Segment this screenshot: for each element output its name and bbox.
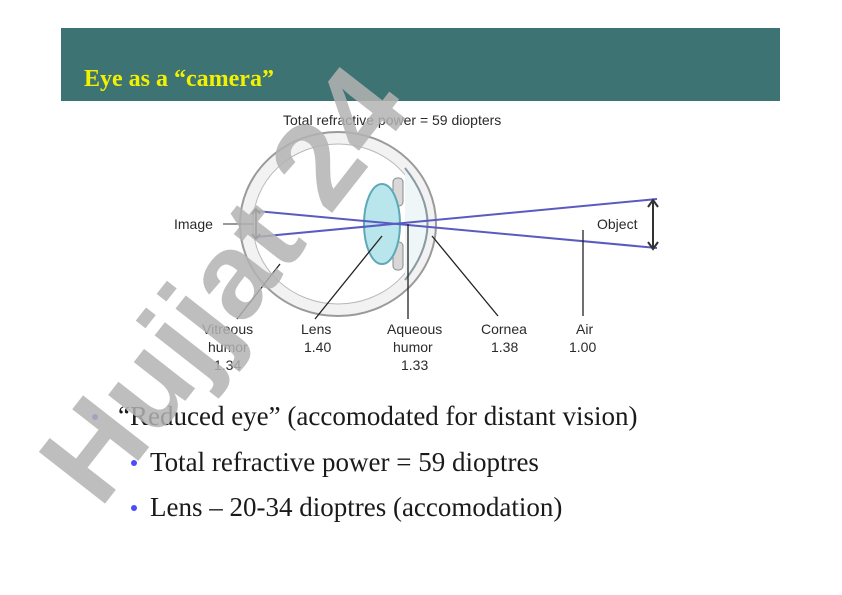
bullet-dot-3 [131, 505, 137, 511]
svg-text:humor: humor [393, 339, 433, 355]
bullet-dot-1 [92, 414, 98, 420]
label-cornea: Cornea 1.38 [481, 321, 527, 355]
leader-cornea [431, 235, 499, 317]
bullet-1: “Reduced eye” (accomodated for distant v… [118, 401, 638, 431]
svg-text:Lens: Lens [301, 321, 331, 337]
label-aqueous: Aqueous humor 1.33 [387, 321, 442, 373]
svg-text:1.33: 1.33 [401, 357, 428, 373]
svg-text:Vitreous: Vitreous [202, 321, 253, 337]
cornea [404, 167, 429, 281]
slide-title: Eye as a “camera” [84, 66, 274, 92]
bullet-3: Lens – 20-34 dioptres (accomodation) [150, 492, 563, 522]
svg-text:Aqueous: Aqueous [387, 321, 442, 337]
label-lens: Lens 1.40 [301, 321, 331, 355]
ray-lower [255, 198, 658, 238]
title-bar [61, 28, 780, 101]
image-label: Image [174, 216, 213, 232]
bullet-dot-2 [131, 460, 137, 466]
bullet-2: Total refractive power = 59 dioptres [150, 447, 539, 477]
leader-vitreous [236, 263, 281, 320]
label-air: Air 1.00 [569, 321, 596, 355]
diagram-title: Total refractive power = 59 diopters [283, 112, 501, 128]
svg-text:1.00: 1.00 [569, 339, 596, 355]
object-label: Object [597, 216, 638, 232]
label-vitreous: Vitreous humor 1.34 [202, 321, 253, 373]
svg-text:1.38: 1.38 [491, 339, 518, 355]
svg-text:humor: humor [208, 339, 248, 355]
object-arrow-heads [647, 198, 659, 251]
svg-text:1.40: 1.40 [304, 339, 331, 355]
image-arrow-heads [251, 207, 261, 241]
leader-lens [314, 235, 383, 320]
svg-text:Cornea: Cornea [481, 321, 527, 337]
svg-text:Air: Air [576, 321, 593, 337]
ray-upper [255, 210, 658, 249]
svg-text:1.34: 1.34 [214, 357, 241, 373]
eye-diagram: Total refractive power = 59 diopters Ima… [150, 106, 750, 386]
